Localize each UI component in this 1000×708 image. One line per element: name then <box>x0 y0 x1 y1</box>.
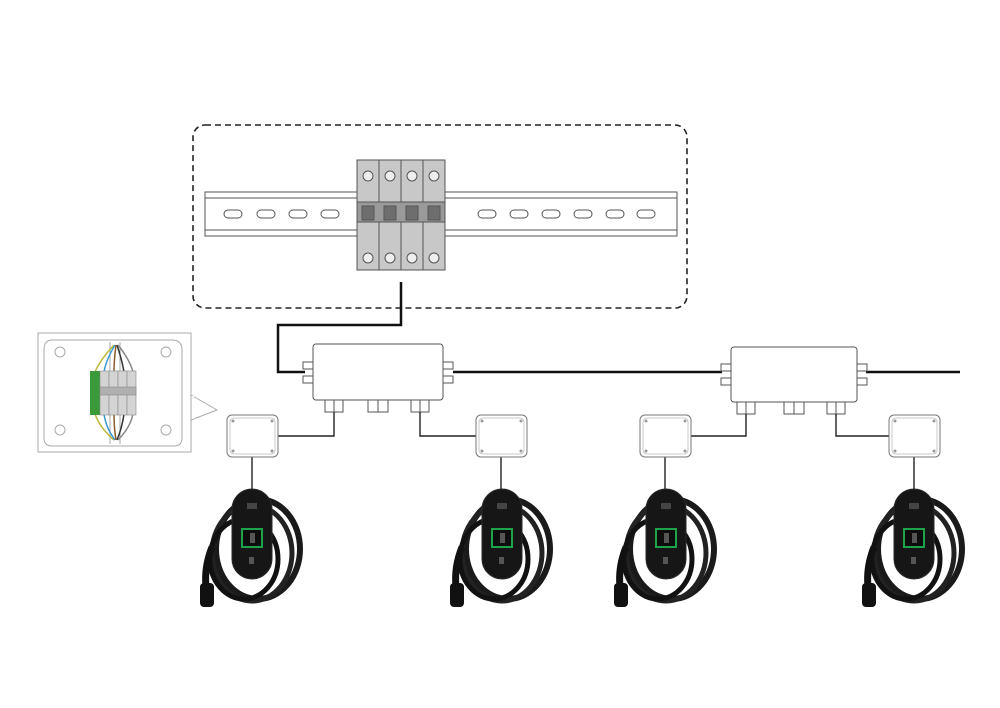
distribution-board-enclosure <box>192 124 688 309</box>
terminal-detail-inset <box>37 332 219 453</box>
ev-charger-icon-2 <box>450 489 550 607</box>
ev-charger-icon-3 <box>614 489 714 607</box>
junction-box-2 <box>720 346 868 415</box>
main-cable <box>276 282 960 374</box>
connection-box-1 <box>226 414 279 458</box>
circuit-breaker-icon <box>356 159 446 271</box>
connection-box-3 <box>639 414 692 458</box>
ev-charger-icon-4 <box>862 489 962 607</box>
branch-cables <box>251 412 915 492</box>
connection-box-4 <box>888 414 941 458</box>
ev-charger-icon-1 <box>200 489 300 607</box>
connection-box-2 <box>475 414 528 458</box>
junction-box-1 <box>302 343 454 413</box>
